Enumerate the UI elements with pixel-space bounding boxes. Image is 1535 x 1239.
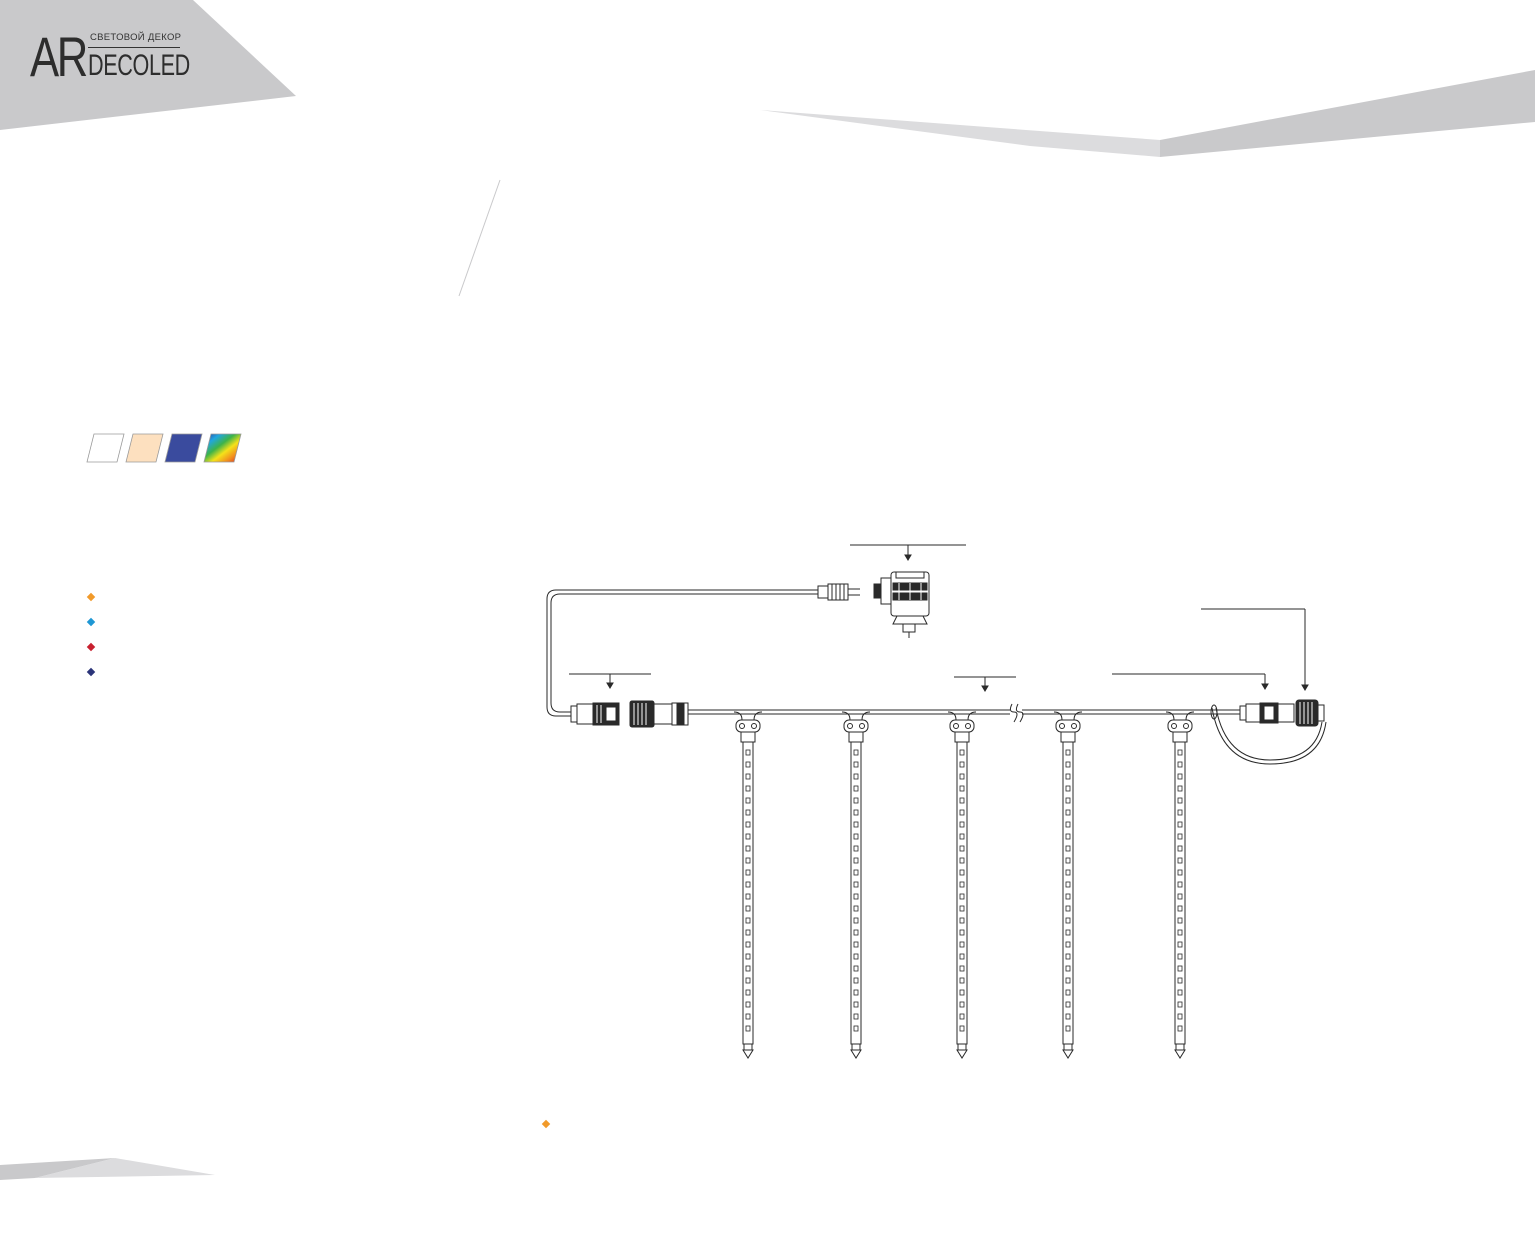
power-cable: [546, 589, 820, 717]
brand-rule: [88, 47, 180, 48]
callout-input-connector: [569, 673, 651, 689]
callout-cable: [954, 676, 1016, 692]
header-stripe-dark: [1160, 70, 1535, 157]
callout-end-cap: [1201, 608, 1309, 691]
header-corner-shape: [0, 0, 296, 130]
color-swatches: [86, 433, 242, 463]
led-tube-icon: [1165, 711, 1195, 1059]
callout-adapter: [850, 544, 966, 561]
brand-logo: AR СВЕТОВОЙ ДЕКОР DECOLED: [30, 28, 190, 88]
main-cable: [688, 703, 1240, 723]
footer-stripe-dark: [0, 1158, 115, 1180]
header-stripe-light: [760, 110, 1160, 157]
footer-stripe-light: [35, 1158, 215, 1178]
plug-icon: [817, 583, 860, 601]
swatch-blue: [164, 433, 203, 463]
brand-initials: AR: [30, 25, 88, 88]
power-adapter-icon: [873, 571, 930, 638]
swatch-multicolor: [203, 433, 242, 463]
callout-output-connector: [1112, 673, 1269, 690]
led-tube-icon: [1053, 711, 1083, 1059]
connector-icon: [570, 700, 689, 728]
swatch-white: [86, 433, 125, 463]
led-tube-icon: [733, 711, 763, 1059]
led-tube-icon: [841, 711, 871, 1059]
divider-slash: [458, 179, 501, 297]
end-cap-icon: [1210, 699, 1327, 765]
led-tube-icon: [947, 711, 977, 1059]
swatch-warm-white: [125, 433, 164, 463]
led-tubes: [733, 711, 1195, 1059]
brand-name: DECOLED: [88, 49, 190, 82]
brand-tagline: СВЕТОВОЙ ДЕКОР: [90, 32, 182, 43]
